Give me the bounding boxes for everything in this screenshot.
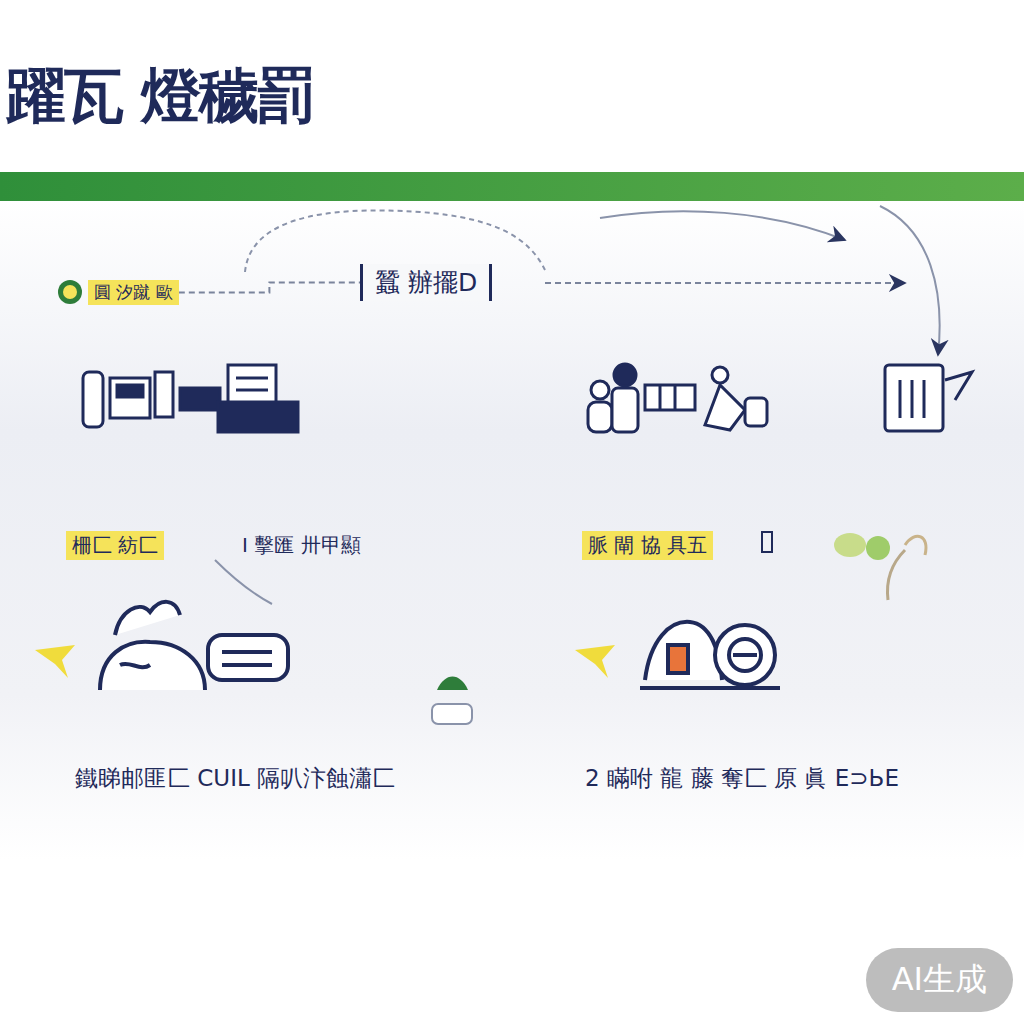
- dashed-arrow: [545, 282, 905, 284]
- highlight-label: 脈 閘 協 具五: [582, 531, 713, 560]
- figure-group-right: [640, 622, 780, 688]
- watermark: AI生成: [866, 948, 1013, 1012]
- highlight-label: 圓 汐蹴 歐: [88, 280, 179, 305]
- document-icon: [885, 365, 972, 431]
- plant-icon: [834, 533, 926, 600]
- caption-text: I 擊匯 卅甲顯: [242, 532, 361, 559]
- figure-group-left: [100, 602, 288, 690]
- node-text: 脈 閘 協 具五: [588, 532, 707, 559]
- ground: [0, 200, 1024, 860]
- small-badge: [58, 280, 82, 304]
- people-icons: [588, 364, 767, 432]
- green-bar: [0, 172, 1024, 201]
- curved-arrows: [215, 206, 940, 604]
- node-text: 柵匚 紡匚: [72, 532, 158, 559]
- machine-icons: [83, 365, 298, 432]
- node-text: 圓 汐蹴 歐: [94, 281, 173, 304]
- node-text: 蠶 辦擺D: [375, 266, 477, 299]
- highlight-label: 柵匚 紡匚: [66, 531, 164, 560]
- dashed-connector: [179, 283, 360, 293]
- small-figure: [432, 677, 472, 725]
- caption-text: 2 瞞咐 龍 藤 奪匚 原 眞 E⊃ЬE: [585, 763, 899, 794]
- title: 躍瓦 燈穢罰: [6, 56, 315, 137]
- caption-text: 鐵睇邮匪匚 CUIL 隔叭汴蝕瀟匚: [75, 763, 395, 794]
- small-icon: [762, 532, 772, 552]
- bracket-box: 蠶 辦擺D: [360, 264, 492, 301]
